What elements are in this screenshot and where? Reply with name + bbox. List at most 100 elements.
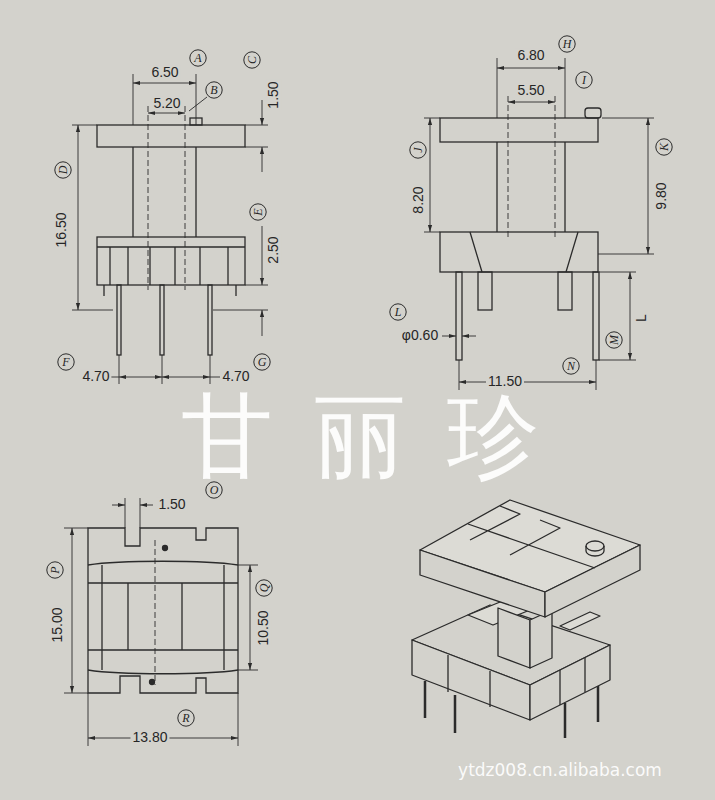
dimension-lines-part — [88, 693, 238, 746]
isometric-view-part — [586, 541, 604, 551]
dimension-lines-part — [497, 58, 565, 118]
side-view-part — [440, 232, 598, 272]
front-view — [97, 118, 245, 355]
callout-letter: J — [409, 141, 427, 159]
side-view — [440, 108, 601, 360]
callout-letter: C — [243, 51, 261, 69]
callout-letter-text: Q — [258, 584, 270, 593]
dimension-value: 6.80 — [515, 48, 546, 63]
top-view-part — [102, 565, 224, 670]
callout-letter: A — [189, 49, 207, 67]
callout-letter-text: D — [57, 166, 69, 175]
isometric-view-part — [420, 550, 545, 617]
callout-circle-outline — [410, 142, 426, 158]
dimension-value: 1.50 — [266, 79, 281, 110]
callout-letter-text: G — [258, 356, 267, 368]
dimension-value: 5.50 — [515, 83, 546, 98]
watermark: ytdz008.cn.alibaba.com — [458, 762, 662, 779]
callout-letter: N — [562, 357, 580, 375]
dimension-lines-part — [112, 505, 125, 506]
callout-circle-outline — [656, 139, 672, 155]
callout-letter-text: O — [210, 484, 219, 496]
center-lines-part — [148, 106, 185, 290]
dimension-lines-part — [162, 377, 210, 378]
callout-circle-outline — [576, 72, 592, 88]
dimension-value: 6.50 — [149, 65, 180, 80]
callout-letter-text: B — [210, 84, 217, 96]
dimension-lines-part — [262, 310, 263, 336]
dimension-value: 11.50 — [486, 374, 524, 389]
front-view-part — [110, 247, 228, 285]
dimension-value: 13.80 — [130, 730, 169, 745]
dimension-lines-part — [459, 382, 596, 383]
callout-letter-text: K — [658, 143, 670, 151]
dimension-lines — [64, 58, 654, 746]
top-view-part — [150, 680, 155, 685]
callout-letter: O — [205, 481, 223, 499]
dimension-lines-part — [262, 147, 263, 172]
callout-letter: M — [605, 331, 623, 349]
callout-letter: E — [249, 203, 267, 221]
front-view-part — [133, 147, 196, 237]
dimension-lines-part — [119, 377, 162, 378]
dimension-lines-part — [599, 272, 636, 360]
side-view-part — [593, 272, 599, 360]
callout-circle-outline — [178, 710, 194, 726]
dimension-lines-part — [508, 102, 555, 103]
dimension-value: 10.50 — [256, 608, 271, 647]
dimension-value: 1.50 — [156, 497, 187, 512]
callout-circle-outline — [244, 52, 260, 68]
front-view-part — [208, 285, 212, 355]
dimension-lines-part — [442, 336, 456, 337]
front-view-part — [97, 237, 245, 285]
callout-letter: Q — [255, 579, 273, 597]
callout-letter-text: N — [567, 360, 575, 372]
front-view-part — [117, 285, 121, 355]
dimension-value: φ0.60 — [400, 328, 440, 343]
front-view-part — [97, 125, 245, 147]
dimension-value: 9.80 — [654, 180, 669, 211]
dimension-lines-part — [189, 97, 207, 111]
isometric-view-part — [586, 546, 604, 556]
top-view-part — [88, 528, 238, 693]
dimension-value: 8.20 — [411, 184, 426, 215]
callout-letter-text: A — [194, 52, 201, 64]
isometric-view-part — [560, 612, 600, 630]
callout-letter-text: L — [395, 306, 402, 318]
dimension-lines-part — [262, 100, 263, 125]
dimension-value: 4.70 — [80, 369, 111, 384]
dimension-lines-part — [78, 125, 79, 310]
front-view-part — [160, 285, 164, 355]
dimension-lines-part — [125, 498, 140, 528]
top-view-part — [163, 546, 168, 551]
dimension-lines-part — [462, 336, 476, 337]
front-view-part — [97, 246, 245, 247]
dimension-lines-part — [72, 125, 113, 310]
side-view-part — [558, 272, 572, 310]
dimension-lines-part — [72, 528, 73, 693]
dimension-lines-part — [133, 74, 196, 125]
dimension-lines-part — [250, 565, 251, 670]
callout-letter-text: R — [182, 712, 189, 724]
dimension-lines-part — [111, 377, 220, 378]
side-view-part — [497, 142, 565, 232]
dimension-lines-part — [497, 68, 565, 69]
dimension-lines-part — [598, 118, 654, 254]
callout-circle-outline — [559, 36, 575, 52]
dimension-value: 4.70 — [220, 369, 251, 384]
isometric-view-part — [498, 608, 530, 668]
dimension-value: L — [634, 312, 649, 324]
callout-letter: R — [177, 709, 195, 727]
callout-circle-outline — [256, 580, 272, 596]
callout-letter: D — [54, 161, 72, 179]
callout-circle-outline — [254, 354, 270, 370]
callout-circle-outline — [58, 354, 74, 370]
isometric-view-part — [468, 506, 595, 568]
dimension-lines-part — [648, 118, 649, 254]
side-view-part — [585, 108, 601, 118]
side-view-part — [470, 232, 578, 272]
callout-circle-outline — [206, 482, 222, 498]
callout-letter-text: C — [246, 56, 258, 64]
callout-circle-outline — [55, 162, 71, 178]
